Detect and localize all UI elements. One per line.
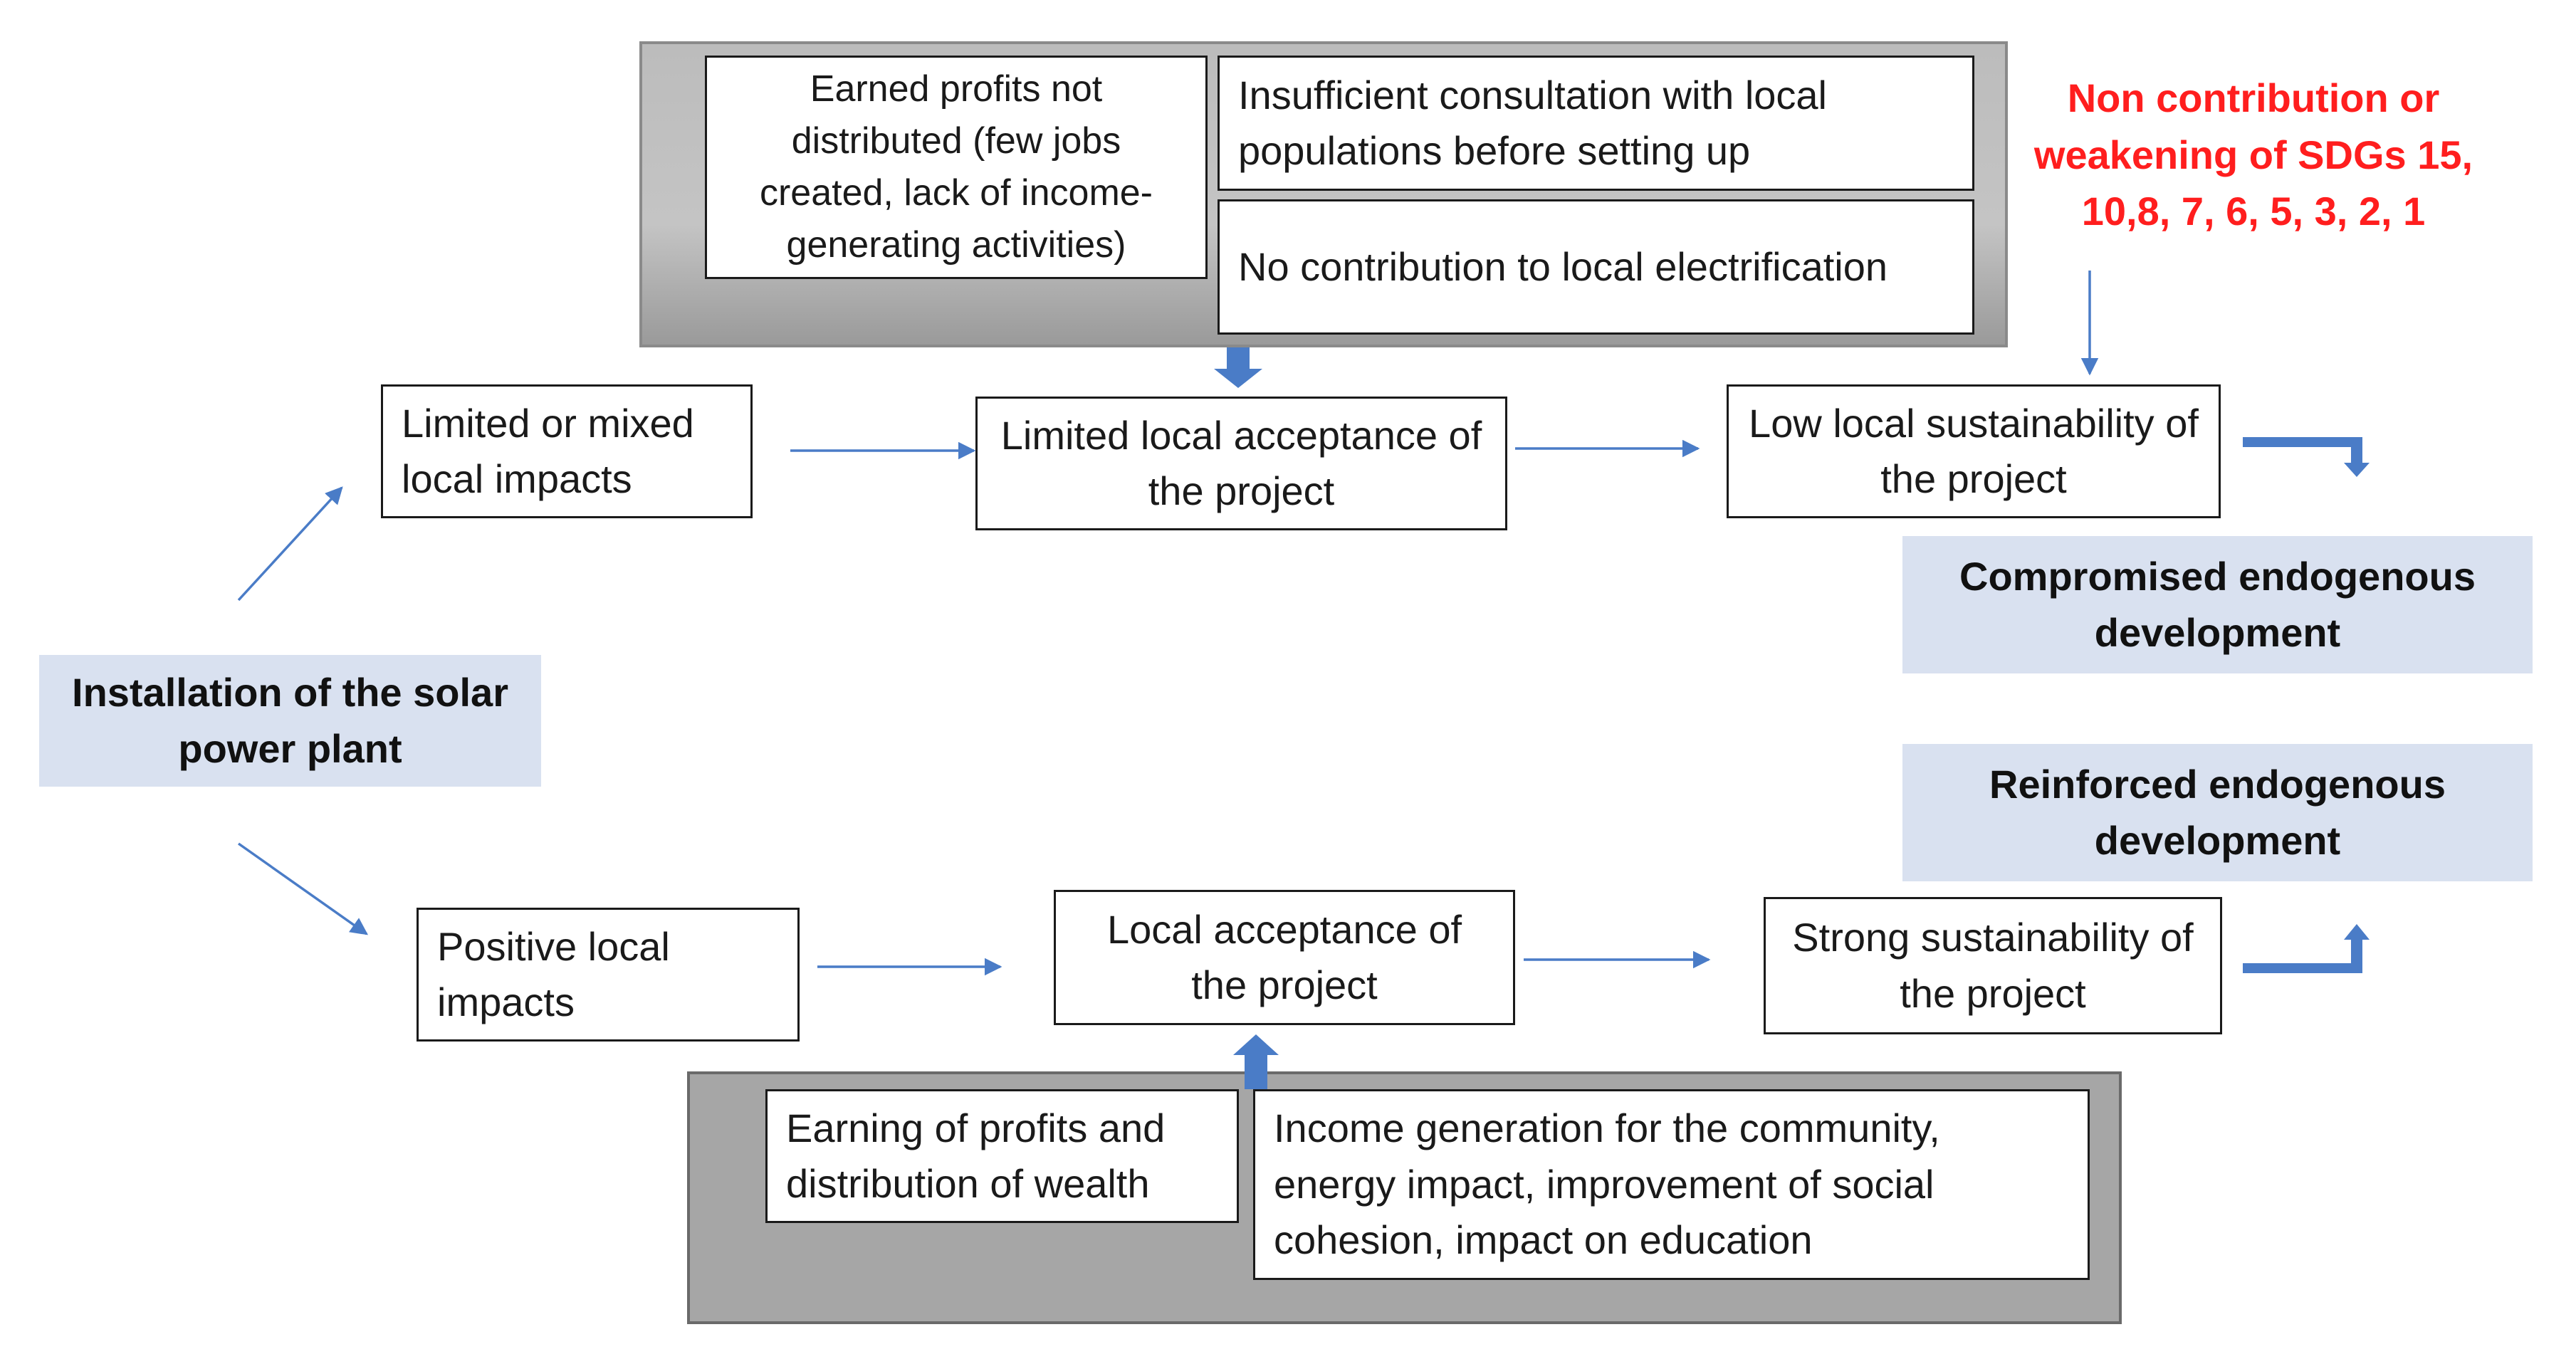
- insufficient-consultation-box: Insufficient consultation with local pop…: [1218, 56, 1974, 191]
- profits-not-distributed-box: Earned profits not distributed (few jobs…: [705, 56, 1208, 279]
- block-arrow-up: [1233, 1034, 1279, 1089]
- limited-impacts-text: Limited or mixed local impacts: [402, 400, 694, 501]
- positive-impacts-text: Positive local impacts: [437, 923, 670, 1024]
- local-acceptance-box: Local acceptance of the project: [1054, 890, 1515, 1025]
- installation-box: Installation of the solar power plant: [39, 655, 541, 787]
- low-sustainability-text: Low local sustainability of the project: [1749, 400, 2199, 501]
- no-electrification-text: No contribution to local electrification: [1238, 243, 1888, 289]
- income-generation-box: Income generation for the community, ene…: [1253, 1089, 2090, 1280]
- positive-impacts-box: Positive local impacts: [417, 908, 800, 1042]
- earning-profits-text: Earning of profits and distribution of w…: [786, 1105, 1166, 1206]
- no-electrification-box: No contribution to local electrification: [1218, 199, 1974, 335]
- profits-not-distributed-text: Earned profits not distributed (few jobs…: [759, 68, 1153, 266]
- low-sustainability-box: Low local sustainability of the project: [1727, 384, 2221, 518]
- income-generation-text: Income generation for the community, ene…: [1274, 1106, 1940, 1263]
- limited-acceptance-box: Limited local acceptance of the project: [975, 397, 1507, 530]
- compromised-development-text: Compromised endogenous development: [1959, 554, 2476, 655]
- limited-impacts-box: Limited or mixed local impacts: [381, 384, 753, 518]
- local-acceptance-text: Local acceptance of the project: [1106, 906, 1462, 1007]
- insufficient-consultation-text: Insufficient consultation with local pop…: [1238, 72, 1827, 173]
- strong-sustainability-text: Strong sustainability of the project: [1792, 915, 2194, 1016]
- reinforced-development-box: Reinforced endogenous development: [1902, 744, 2533, 881]
- bent-arrow-down: [2243, 437, 2370, 477]
- bent-arrow-up: [2243, 924, 2370, 973]
- installation-text: Installation of the solar power plant: [72, 670, 508, 771]
- strong-sustainability-box: Strong sustainability of the project: [1764, 897, 2222, 1034]
- limited-acceptance-text: Limited local acceptance of the project: [1000, 412, 1482, 513]
- sdg-note: Non contribution or weakening of SDGs 15…: [2033, 75, 2473, 234]
- block-arrow-down: [1214, 347, 1262, 388]
- earning-profits-box: Earning of profits and distribution of w…: [765, 1089, 1239, 1223]
- arrow-installation-to-limited: [237, 486, 343, 602]
- arrow-installation-to-positive: [237, 842, 369, 935]
- compromised-development-box: Compromised endogenous development: [1902, 536, 2533, 673]
- reinforced-development-text: Reinforced endogenous development: [1989, 762, 2446, 863]
